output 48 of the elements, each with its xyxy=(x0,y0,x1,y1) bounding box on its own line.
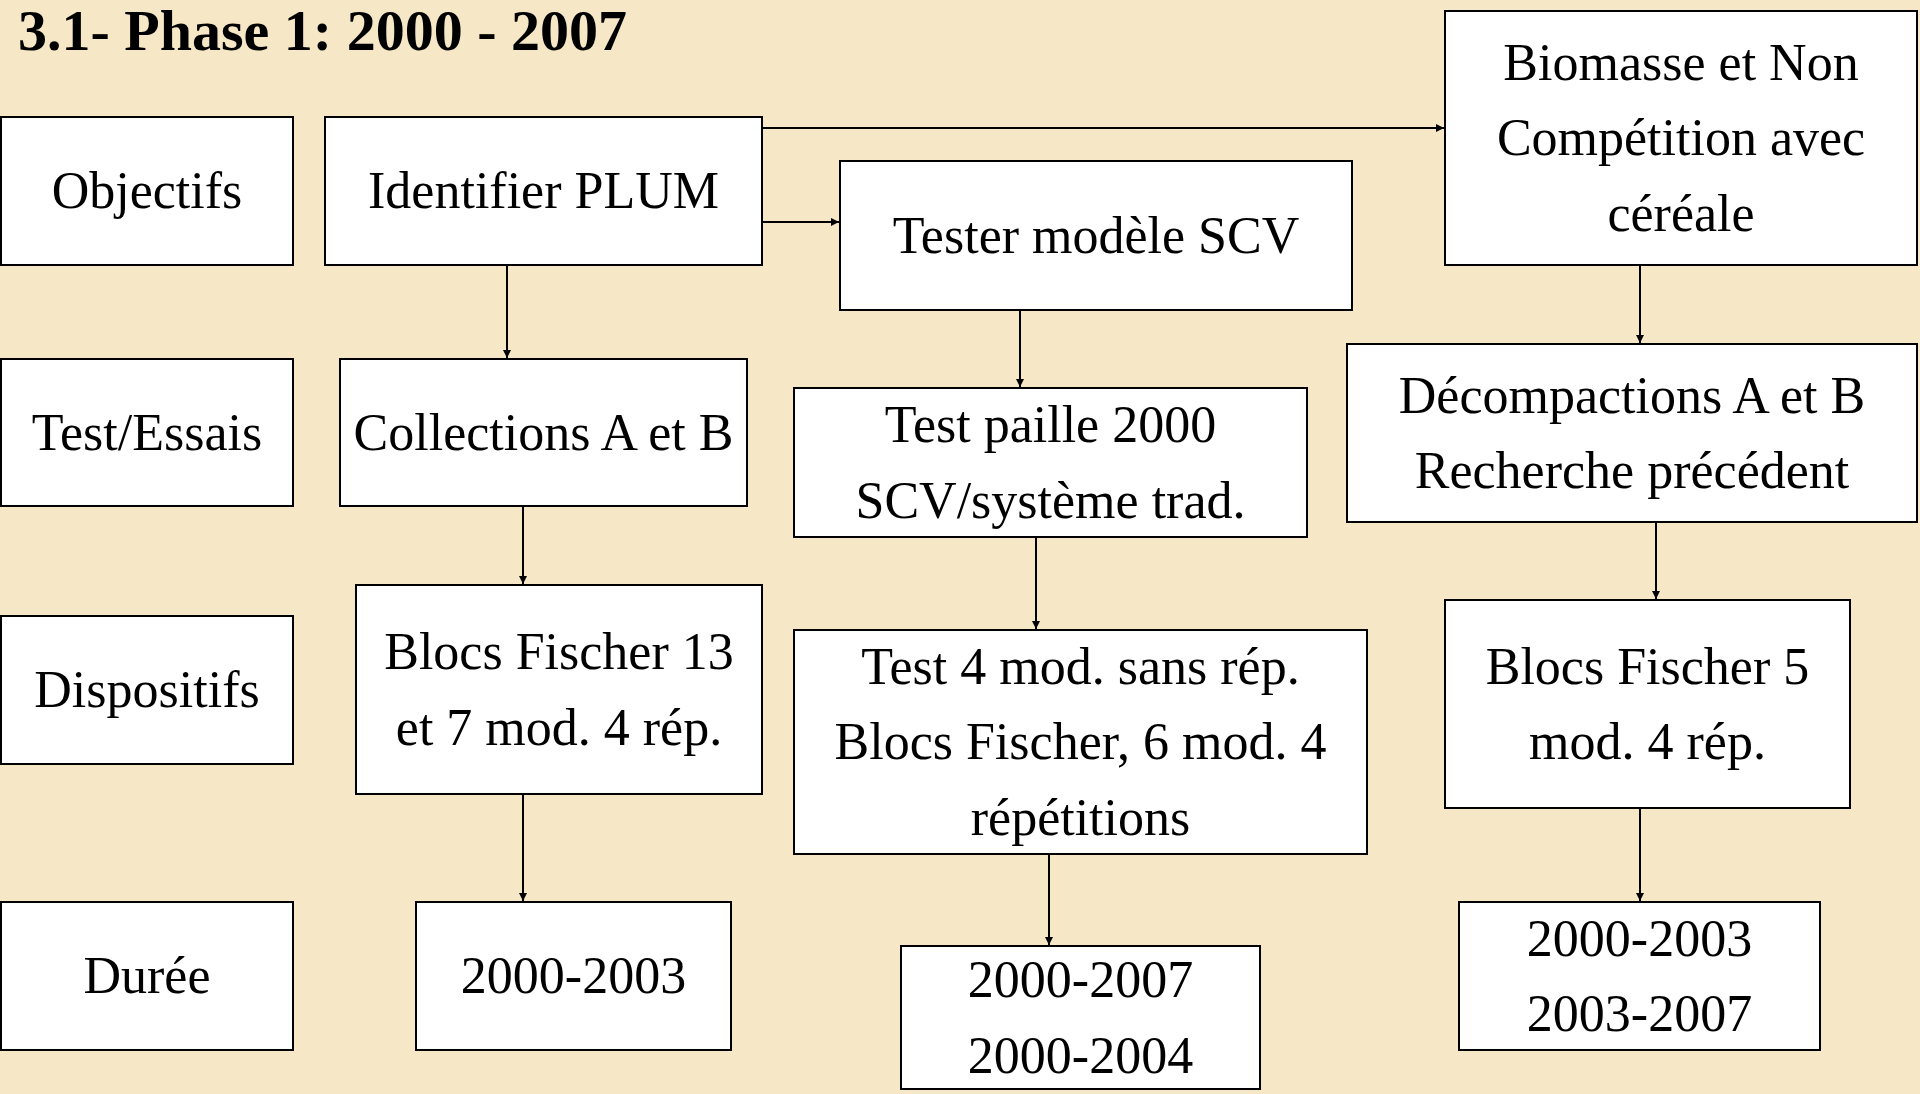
process-box xyxy=(324,116,763,266)
box-text: Recherche précédent xyxy=(1414,441,1850,501)
box-text: Identifier PLUM xyxy=(368,161,719,222)
process-box xyxy=(1444,599,1851,809)
row-header-box xyxy=(0,901,294,1051)
box-text: 2003-2007 xyxy=(1526,984,1753,1044)
title: 3.1- Phase 1: 2000 - 2007 xyxy=(18,2,627,60)
box-text: Objectifs xyxy=(51,161,243,222)
process-box xyxy=(1444,10,1918,266)
box-text: 2000-2003 xyxy=(1526,908,1753,969)
process-box xyxy=(793,387,1308,538)
row-header-box xyxy=(0,358,294,507)
arrow xyxy=(503,265,511,359)
process-box xyxy=(1346,343,1918,523)
box-text: Test 4 mod. sans rép. xyxy=(861,636,1300,697)
arrow xyxy=(1652,522,1660,600)
box-text: 2000-2004 xyxy=(967,1025,1194,1086)
arrow xyxy=(519,506,527,585)
arrow xyxy=(519,794,527,902)
box-text: Dispositifs xyxy=(34,660,260,721)
process-box xyxy=(839,160,1353,311)
arrow xyxy=(1045,854,1053,946)
arrow xyxy=(762,124,1445,132)
box-text: Blocs Fischer 5 mod. 4 rép. xyxy=(1484,636,1811,772)
box-text: Durée xyxy=(83,946,211,1007)
box-text: Test paille 2000 SCV/système trad. xyxy=(854,395,1247,531)
box-text: Collections A et B xyxy=(353,402,734,463)
row-header-box xyxy=(0,116,294,266)
box-text: 2000-2003 xyxy=(460,946,687,1007)
box-text: Tester modèle SCV xyxy=(892,205,1300,266)
box-text: Test/Essais xyxy=(31,402,263,463)
process-box xyxy=(339,358,748,507)
box-text: Blocs Fischer 13 et 7 mod. 4 rép. xyxy=(383,622,735,758)
process-box xyxy=(415,901,732,1051)
process-box xyxy=(355,584,763,795)
process-box xyxy=(793,629,1368,855)
row-header-box xyxy=(0,615,294,765)
arrow xyxy=(762,218,840,226)
box-text: Décompactions A et B xyxy=(1398,365,1866,426)
arrow xyxy=(1636,265,1644,344)
box-text: Blocs Fischer, 6 mod. 4 répétitions xyxy=(833,712,1328,848)
box-text: Biomasse et Non Compétition avec céréale xyxy=(1495,32,1867,244)
arrow xyxy=(1016,310,1024,388)
process-box xyxy=(1458,901,1821,1051)
arrow xyxy=(1032,537,1040,630)
arrow xyxy=(1636,808,1644,902)
box-text: 2000-2007 xyxy=(967,950,1194,1011)
process-box xyxy=(900,945,1261,1090)
